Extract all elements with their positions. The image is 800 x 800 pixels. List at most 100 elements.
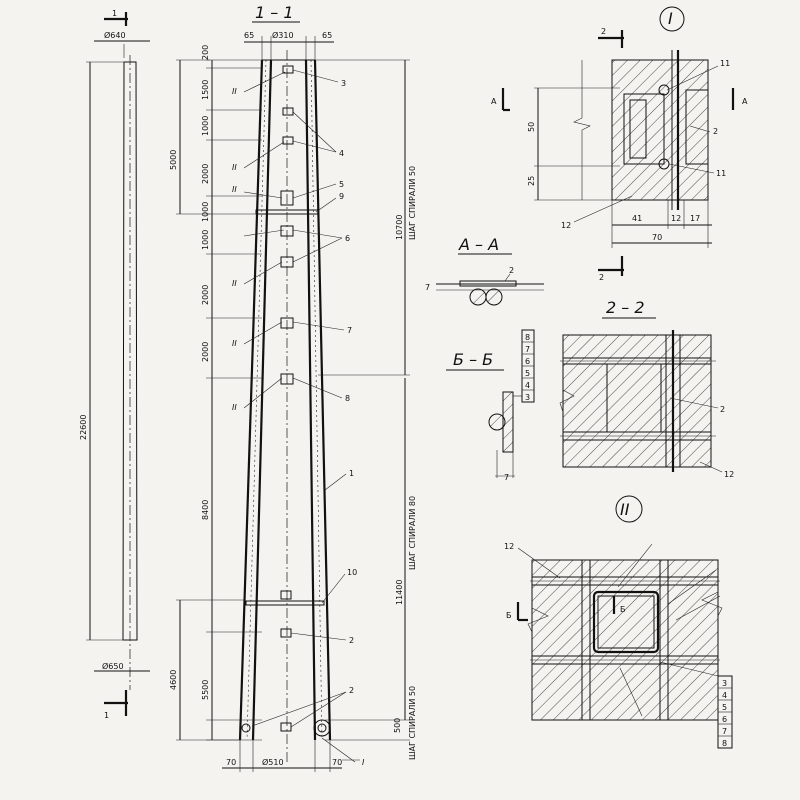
callout-2a: 2	[349, 636, 354, 645]
callout-10: 10	[347, 568, 357, 577]
diaphragm-lower	[245, 600, 325, 606]
detail-BB-table: 8 7 6 5 4 3	[513, 329, 535, 403]
pole-length-label: 22600	[79, 415, 88, 440]
dim-5000: 5000	[169, 150, 178, 170]
embedded-parts	[241, 65, 331, 737]
detail-II-view: II Б Б 12 3 4	[504, 495, 733, 749]
detail-I-callout-2: 2	[713, 127, 718, 136]
svg-text:8: 8	[525, 333, 530, 342]
svg-text:5: 5	[525, 369, 530, 378]
svg-text:6: 6	[525, 357, 530, 366]
dim-2000-a: 2000	[201, 164, 210, 184]
detail-I-dim-12: 12	[671, 214, 681, 223]
dim-1000-c: 1000	[201, 230, 210, 250]
detail-AA-title: А – А	[458, 235, 499, 254]
detail-22-callout-12: 12	[724, 470, 734, 479]
dim-2000-b: 2000	[201, 285, 210, 305]
left-pole-view: 1 Ø640 22600 Ø650 1	[79, 9, 150, 720]
svg-text:7: 7	[722, 727, 727, 736]
detail-AA-view: А – А 2 7	[425, 235, 544, 306]
dim-2000-c: 2000	[201, 342, 210, 362]
svg-text:4: 4	[525, 381, 530, 390]
mark-B-left: Б	[506, 611, 512, 620]
svg-text:8: 8	[722, 739, 727, 748]
detail-ref-II-3: II	[232, 185, 237, 194]
callout-4: 4	[339, 149, 344, 158]
detail-I-callout-11b: 11	[716, 169, 726, 178]
detail-22-view: 2 – 2 2 12	[559, 298, 734, 479]
svg-text:6: 6	[722, 715, 727, 724]
svg-text:7: 7	[525, 345, 530, 354]
section-mark-1-top: 1	[112, 9, 117, 18]
top-diameter-label: Ø640	[104, 30, 126, 40]
section-1-1-title: 1 – 1	[255, 3, 294, 22]
detail-I-dim-50: 50	[527, 122, 536, 132]
section-mark-1-bottom: 1	[104, 711, 109, 720]
bottom-dim-center: Ø510	[262, 757, 284, 767]
mark-A-right: А	[742, 97, 748, 106]
callout-2b: 2	[349, 686, 354, 695]
pole-body	[122, 61, 138, 641]
detail-BB-view: Б – Б 7 8 7 6 5 4 3	[446, 329, 535, 482]
detail-ref-II-5: II	[232, 339, 237, 348]
spiral-pitch-50-top: ШАГ СПИРАЛИ 50	[408, 166, 417, 240]
detail-ref-II-1: II	[232, 87, 237, 96]
top-dim-center: Ø310	[272, 30, 294, 40]
callout-leaders	[251, 69, 356, 763]
svg-text:5: 5	[722, 703, 727, 712]
detail-I-body	[611, 59, 709, 201]
dim-1000-a: 1000	[201, 116, 210, 136]
detail-I-dim-25: 25	[527, 176, 536, 186]
section-2-mark-top: 2	[601, 27, 606, 36]
section-2-mark-bottom: 2	[599, 273, 604, 282]
detail-I-callout-12: 12	[561, 221, 571, 230]
detail-II-callout-12: 12	[504, 542, 514, 551]
dim-8400: 8400	[201, 500, 210, 520]
dim-1000-b: 1000	[201, 202, 210, 222]
bottom-dim-left: 70	[226, 758, 236, 767]
detail-ref-II-2: II	[232, 163, 237, 172]
detail-BB-callout-7: 7	[504, 473, 509, 482]
detail-II-title: II	[620, 500, 630, 519]
dim-1500: 1500	[201, 80, 210, 100]
dim-200: 200	[201, 45, 210, 60]
detail-AA-callout-2: 2	[509, 266, 514, 275]
svg-text:3: 3	[722, 679, 727, 688]
top-dim-left: 65	[244, 31, 254, 40]
detail-I-dim-41: 41	[632, 214, 642, 223]
detail-I-dim-17: 17	[690, 214, 700, 223]
dim-500: 500	[393, 718, 402, 733]
mark-B-right: Б	[620, 605, 626, 614]
spiral-pitch-80: ШАГ СПИРАЛИ 80	[408, 496, 417, 570]
callout-6: 6	[345, 234, 350, 243]
mark-A-left: А	[491, 97, 497, 106]
callout-7: 7	[347, 326, 352, 335]
spiral-pitch-50-bottom: ШАГ СПИРАЛИ 50	[408, 686, 417, 760]
detail-I-title: I	[668, 9, 673, 28]
detail-ref-II-6: II	[232, 403, 237, 412]
left-wall	[238, 59, 273, 741]
bottom-diameter-label: Ø650	[102, 661, 124, 671]
detail-ref-II-4: II	[232, 279, 237, 288]
svg-text:3: 3	[525, 393, 530, 402]
right-wall	[304, 59, 332, 741]
detail-ref-leaders	[243, 71, 360, 761]
dim-10700: 10700	[395, 215, 404, 240]
detail-22-callout-2: 2	[720, 405, 725, 414]
detail-I-dim-70: 70	[652, 233, 662, 242]
section-1-1-view: 1 – 1 65 Ø310 65	[169, 3, 417, 772]
callout-1: 1	[349, 469, 354, 478]
dim-5500: 5500	[201, 680, 210, 700]
detail-I-view: I 2 А А 50 25 41 12 17	[491, 6, 748, 282]
detail-I-callout-11a: 11	[720, 59, 730, 68]
callout-5: 5	[339, 180, 344, 189]
dim-11400: 11400	[395, 580, 404, 605]
callout-8: 8	[345, 394, 350, 403]
bottom-dim-right: 70	[332, 758, 342, 767]
detail-ref-I: I	[362, 758, 365, 767]
callout-3: 3	[341, 79, 346, 88]
detail-BB-title: Б – Б	[453, 350, 493, 369]
svg-text:4: 4	[722, 691, 727, 700]
top-dim-right: 65	[322, 31, 332, 40]
